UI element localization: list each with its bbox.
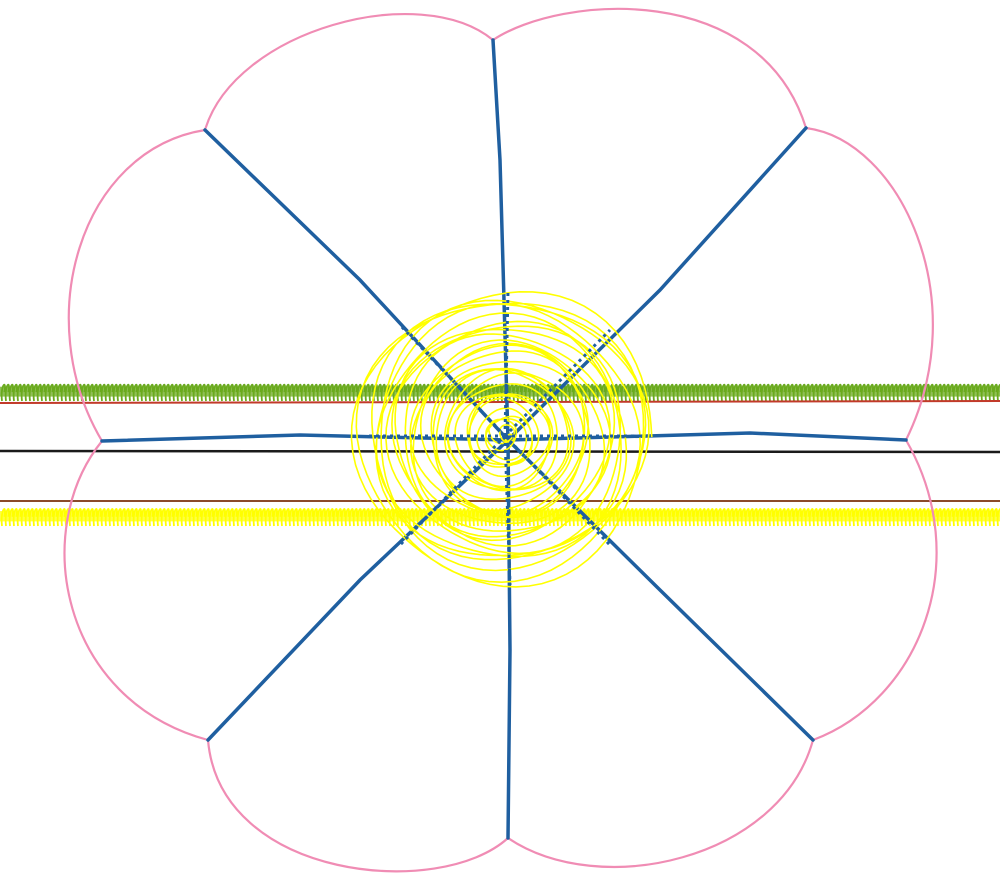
spoke-bottom — [506, 438, 512, 840]
spoke-right — [506, 431, 908, 442]
upper-band-red-edge — [0, 400, 1000, 404]
spiral-scribble-icon — [350, 290, 653, 588]
spoke-top-right — [506, 126, 808, 442]
upper-band-coils-fill — [0, 386, 1000, 397]
middle-black-line — [0, 449, 1000, 454]
center-dotted-spoke-3 — [503, 434, 612, 547]
center-dotted-spoke-5 — [398, 434, 507, 547]
spiral-scribble-path — [350, 290, 653, 588]
spoke-bottom-left — [206, 438, 510, 742]
spoke-top-left — [203, 128, 510, 442]
spoke-top — [491, 38, 510, 442]
lower-band-coils — [0, 508, 1000, 527]
spoke-left — [100, 433, 510, 443]
center-dotted-spoke-7 — [398, 323, 507, 438]
center-dotted-spokes — [365, 289, 645, 586]
center-dotted-spoke-0 — [503, 289, 510, 437]
